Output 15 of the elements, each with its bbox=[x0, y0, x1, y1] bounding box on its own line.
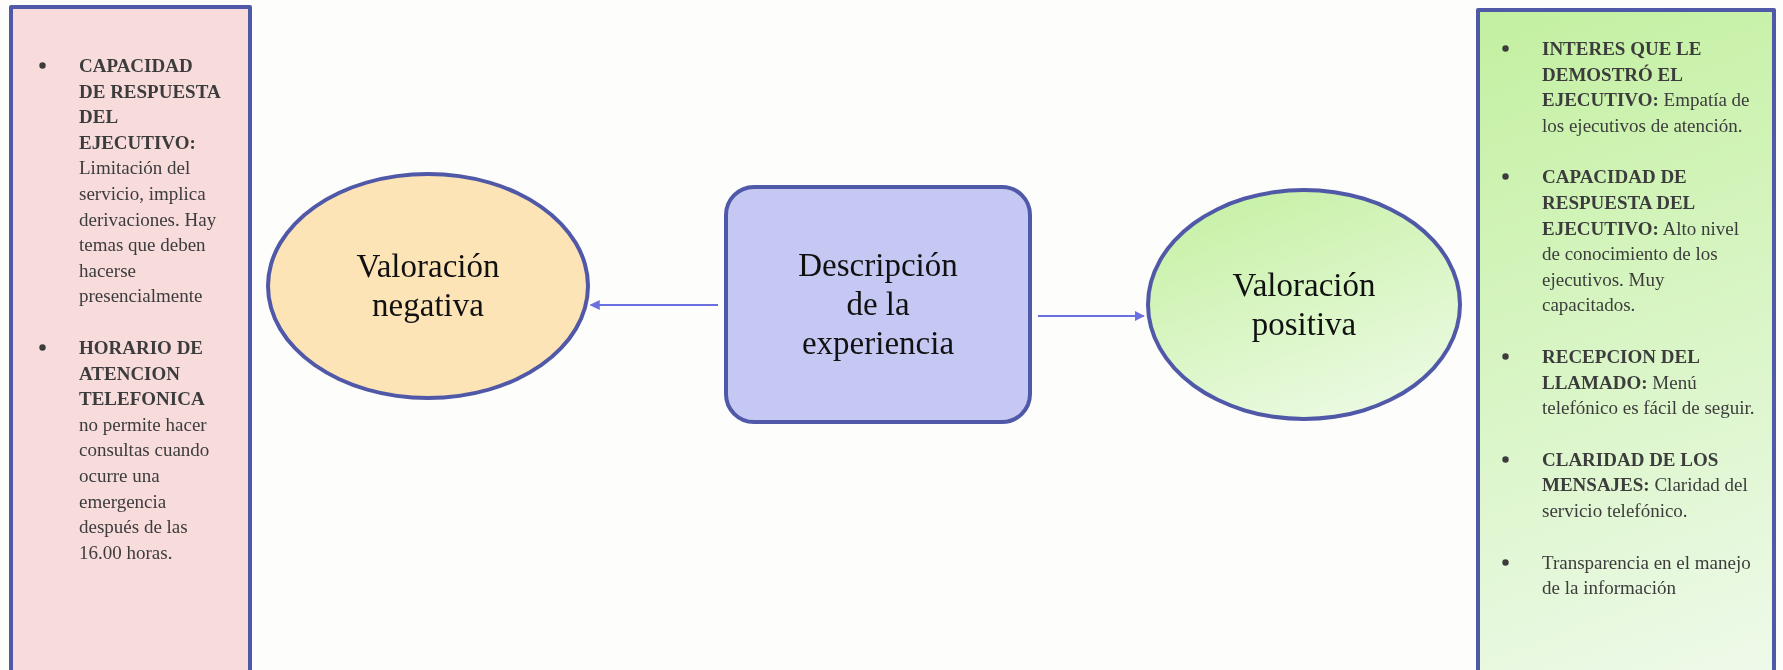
node-label: Descripción de la experiencia bbox=[797, 246, 959, 363]
bullet-item: CAPACIDAD DE RESPUESTA DEL EJECUTIVO: Limitación del servicio, implica derivaciones. Hay temas que deben hacerse presencialmente bbox=[79, 54, 220, 309]
bullet-item: CAPACIDAD DE RESPUESTA DEL EJECUTIVO: Alto nivel de conocimiento de los ejecutivos. Muy capacitados. bbox=[1542, 165, 1741, 318]
arrow bbox=[1037, 311, 1145, 321]
text-panel bbox=[9, 5, 252, 670]
bullet-item: CLARIDAD DE LOS MENSAJES: Claridad del servicio telefónico. bbox=[1542, 447, 1749, 523]
bullet-item: RECEPCION DEL LLAMADO: Menú telefónico es fácil de seguir. bbox=[1542, 344, 1756, 421]
text-panel bbox=[1476, 8, 1776, 670]
bullet-item: HORARIO DE ATENCION TELEFONICA no permite hacer consultas cuando ocurre una emergencia después de las 16.00 horas. bbox=[79, 335, 211, 565]
arrow bbox=[589, 300, 719, 310]
node-label: Valoración positiva bbox=[1231, 265, 1377, 344]
bullet-item: INTERES QUE LE DEMOSTRÓ EL EJECUTIVO: Empatía de los ejecutivos de atención. bbox=[1542, 37, 1751, 138]
bullet-item: Transparencia en el manejo de la información bbox=[1542, 550, 1752, 601]
process-box bbox=[724, 185, 1032, 424]
node-label: Valoración negativa bbox=[355, 247, 501, 325]
